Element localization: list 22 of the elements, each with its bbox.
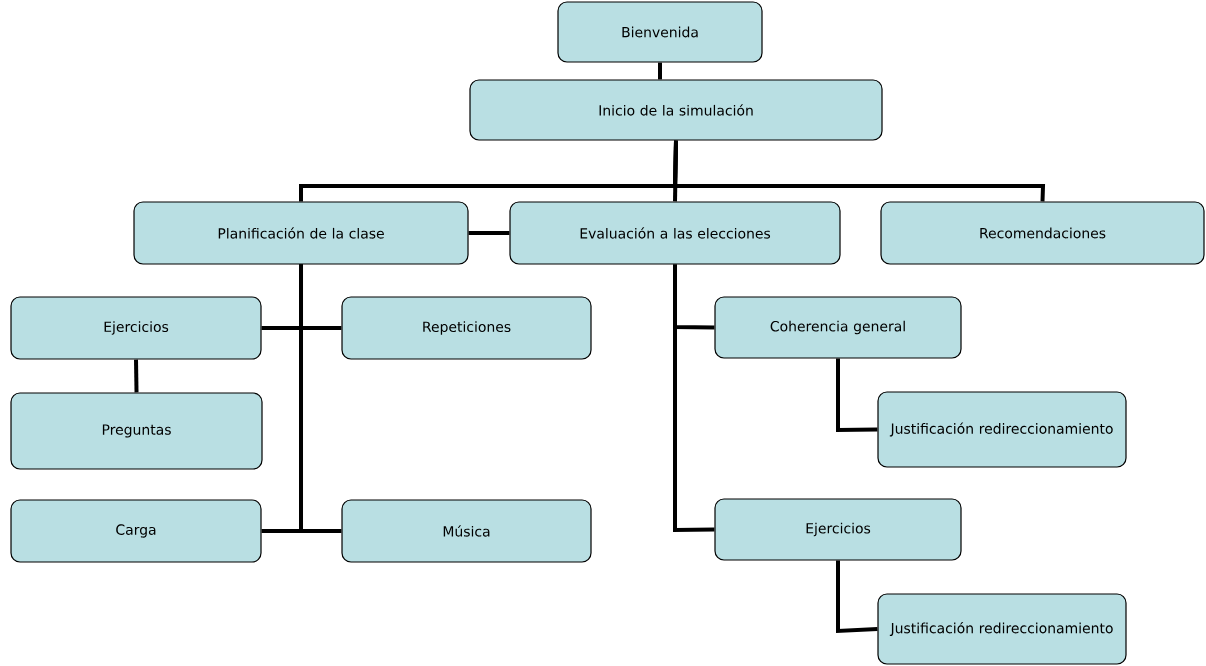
process-box: Ejercicios — [714, 498, 962, 561]
connector-line — [673, 264, 715, 533]
connector-line — [836, 358, 878, 433]
process-box: Recomendaciones — [880, 201, 1205, 265]
connector-line — [134, 359, 139, 393]
process-box: Evaluación a las elecciones — [509, 201, 841, 265]
process-box: Coherencia general — [714, 296, 962, 359]
process-box: Bienvenida — [557, 1, 763, 63]
process-box: Justificación redireccionamiento — [877, 391, 1127, 468]
process-box: Carga — [10, 499, 262, 563]
process-box: Repeticiones — [341, 296, 592, 360]
process-box: Preguntas — [10, 392, 263, 470]
process-box: Justificación redireccionamiento — [877, 593, 1127, 665]
process-box: Música — [341, 499, 592, 563]
connector-line — [836, 560, 878, 634]
connector-line — [672, 140, 1046, 202]
connector-line — [658, 62, 662, 80]
connector-line — [299, 264, 342, 533]
process-box: Inicio de la simulación — [469, 79, 883, 141]
process-box: Planificación de la clase — [133, 201, 469, 265]
connector-line — [468, 231, 510, 235]
process-box: Ejercicios — [10, 296, 262, 360]
